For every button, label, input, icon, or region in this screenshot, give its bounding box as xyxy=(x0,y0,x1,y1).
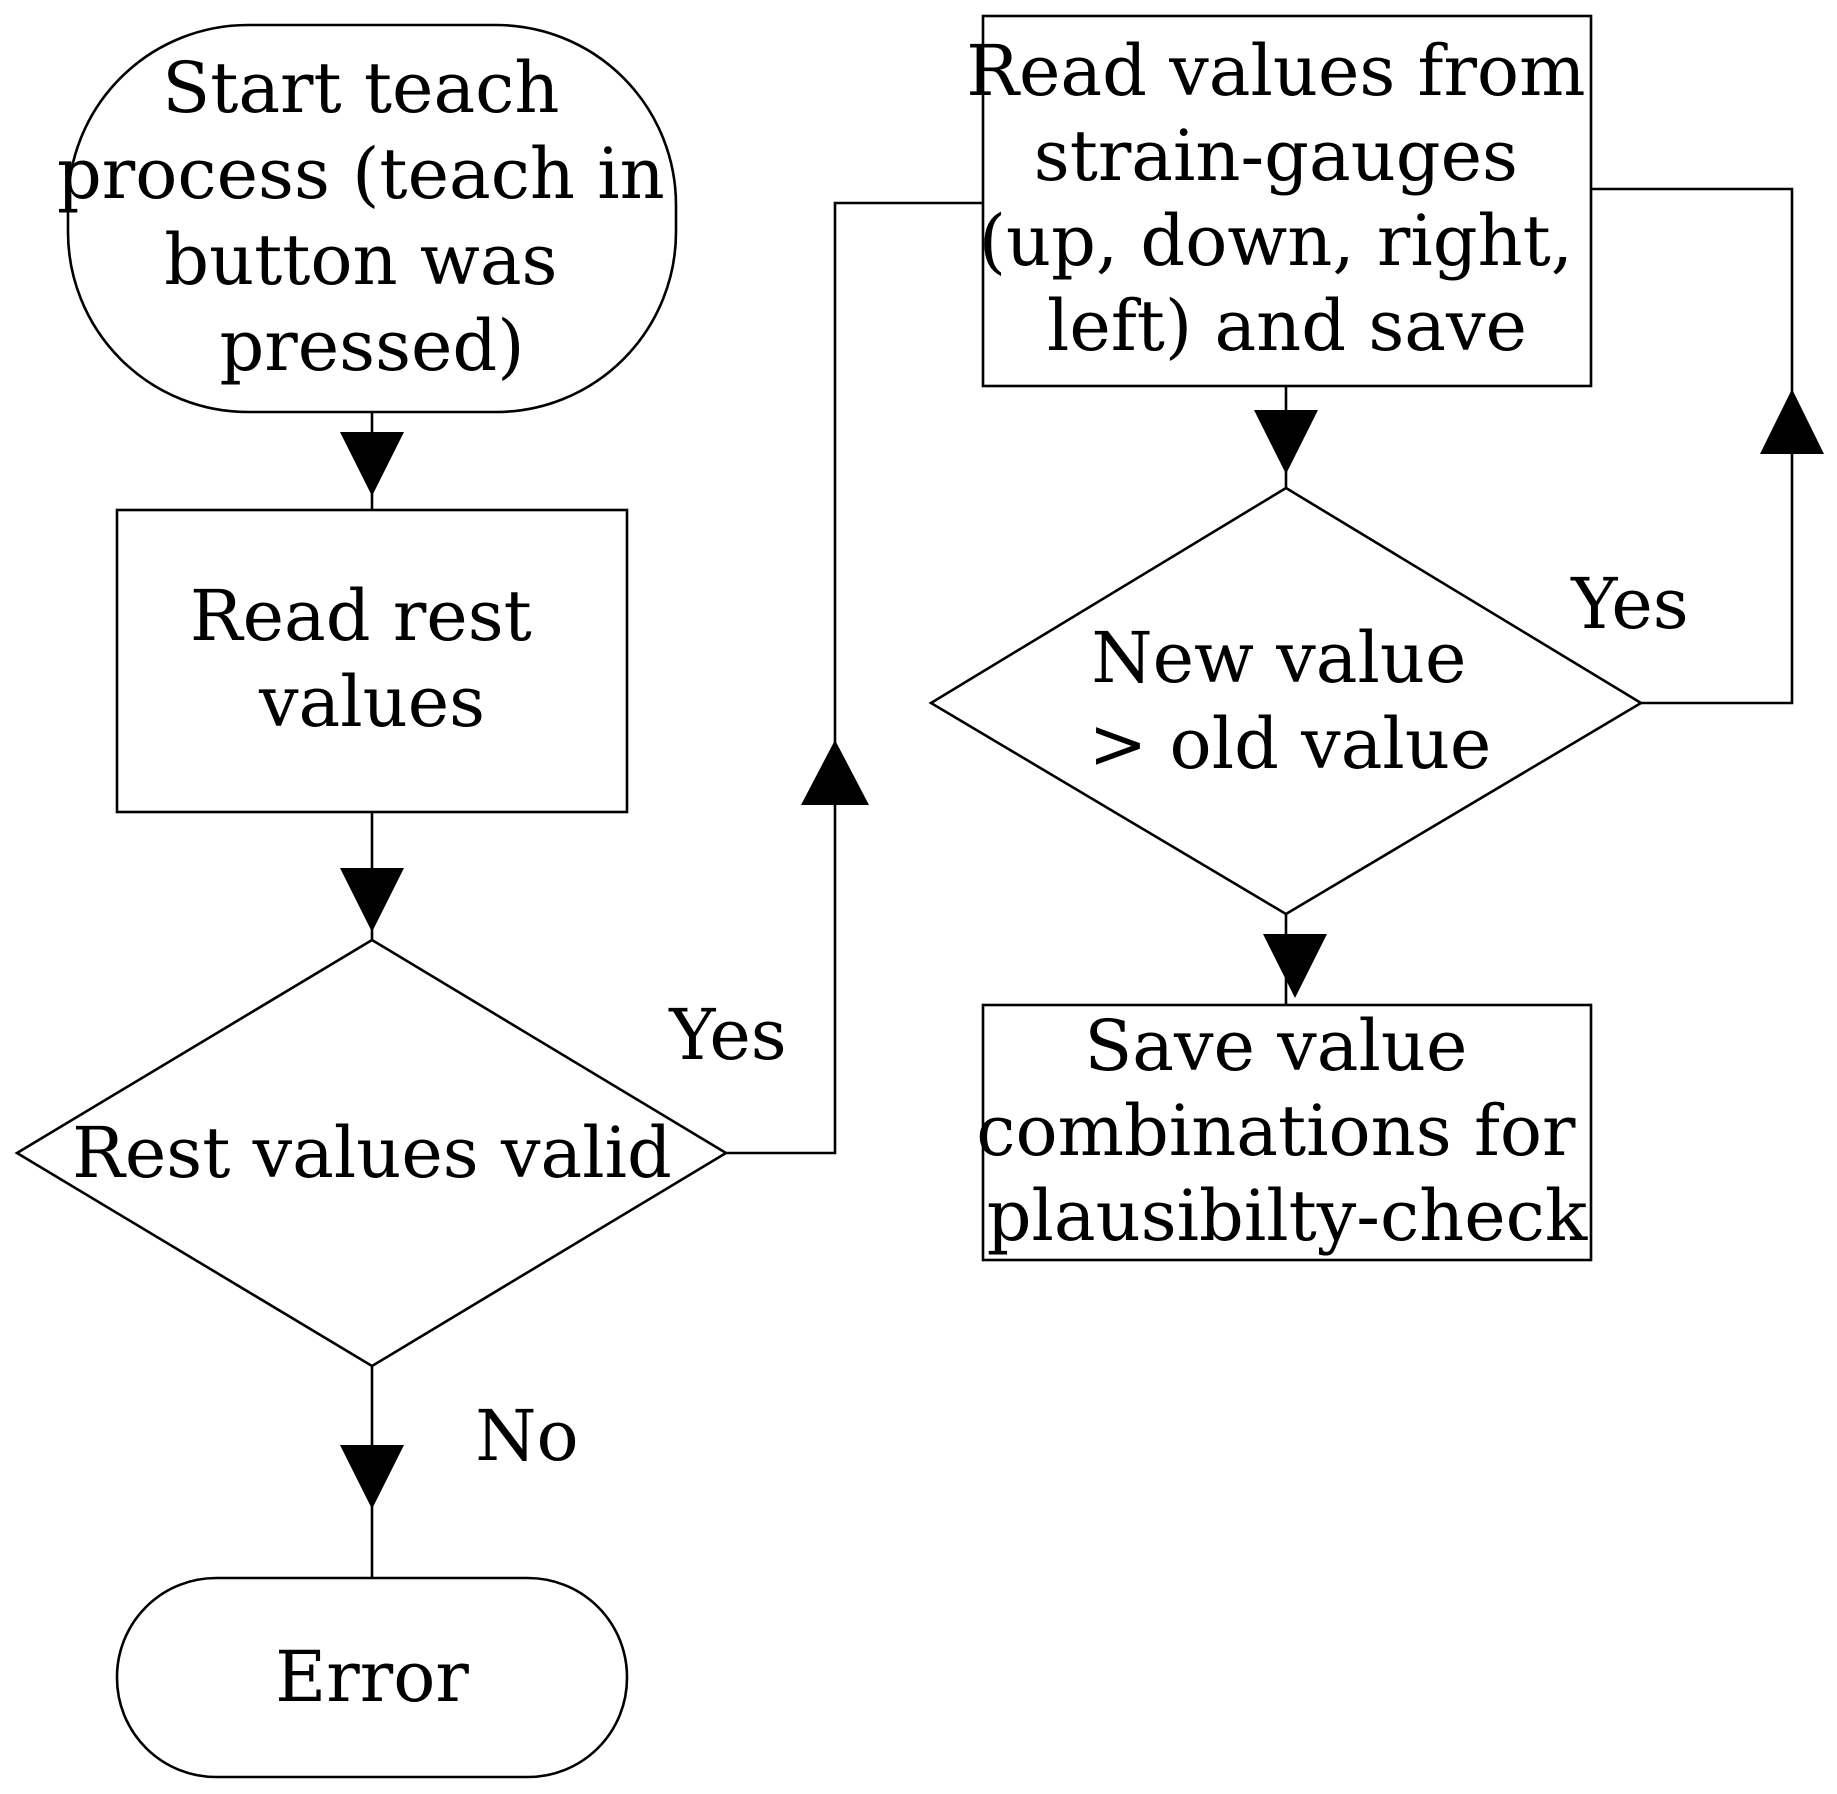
process-shape xyxy=(115,508,629,814)
node-text: New value > old value xyxy=(1089,617,1492,785)
process-shape xyxy=(981,1003,1593,1262)
arrow-down-icon xyxy=(1263,934,1327,998)
node-text: Read rest values xyxy=(190,575,554,743)
decision-shape xyxy=(14,938,729,1368)
edge-decision-yes-to-read-gauges xyxy=(726,201,983,1155)
terminator-shape xyxy=(115,1576,629,1779)
arrow-down-icon xyxy=(340,432,404,496)
node-rest-valid: Rest values valid xyxy=(14,938,729,1368)
arrow-up-icon xyxy=(1760,389,1824,454)
arrow-up-icon xyxy=(801,740,869,805)
node-read-rest: Read rest values xyxy=(115,508,629,814)
connectors xyxy=(340,187,1824,1578)
node-text: Rest values valid xyxy=(72,1112,672,1194)
node-start: Start teach process (teach in button was… xyxy=(57,23,687,414)
process-shape xyxy=(981,14,1593,388)
terminator-shape xyxy=(66,23,678,414)
arrow-down-icon xyxy=(340,868,404,932)
node-new-gt-old: New value > old value xyxy=(928,486,1644,916)
node-text: Error xyxy=(275,1636,469,1718)
arrow-down-icon xyxy=(1254,410,1318,474)
node-text: Start teach process (teach in button was… xyxy=(57,47,687,387)
node-text: Save value combinations for plausibilty-… xyxy=(976,1005,1597,1257)
node-text: Read values from strain-gauges (up, down… xyxy=(966,30,1607,367)
node-error: Error xyxy=(115,1576,629,1779)
arrow-down-icon xyxy=(340,1445,404,1509)
node-read-gauges: Read values from strain-gauges (up, down… xyxy=(966,14,1607,388)
edge-label-rest-valid-yes: Yes xyxy=(668,994,786,1076)
edge-label-rest-valid-no: No xyxy=(475,1395,578,1477)
decision-shape xyxy=(928,486,1644,916)
edge-label-new-gt-old-yes: Yes xyxy=(1570,563,1688,645)
node-save-combos: Save value combinations for plausibilty-… xyxy=(976,1003,1597,1262)
